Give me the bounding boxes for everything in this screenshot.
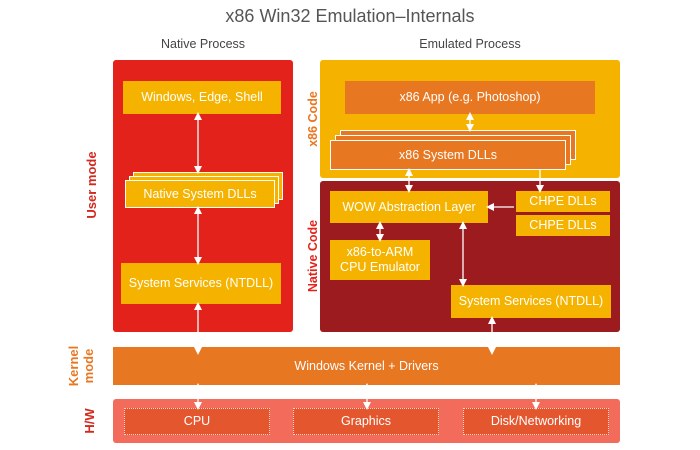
diagram-title: x86 Win32 Emulation–Internals [225,5,475,26]
chpe-dlls-box-2: CHPE DLLs [516,215,610,236]
x86-dlls-box: x86 System DLLs [330,140,566,170]
hw-graphics-box: Graphics [293,408,439,435]
native-shell-box: Windows, Edge, Shell [123,81,281,114]
native-services-box: System Services (NTDLL) [121,263,281,304]
emulated-process-header: Emulated Process [419,37,521,51]
cpu-emulator-line1: x86-to-ARM [346,245,414,259]
emulated-services-box: System Services (NTDLL) [451,285,611,318]
native-process-header: Native Process [160,37,246,51]
wow-abstraction-box: WOW Abstraction Layer [330,191,488,223]
cpu-emulator-box: x86-to-ARM CPU Emulator [330,240,430,280]
hw-disk-networking-box: Disk/Networking [463,408,609,435]
chpe-dlls-box-1: CHPE DLLs [516,191,610,212]
cpu-emulator-line2: CPU Emulator [340,260,420,274]
native-dlls-box: Native System DLLs [125,180,275,208]
x86-app-box: x86 App (e.g. Photoshop) [345,81,595,114]
